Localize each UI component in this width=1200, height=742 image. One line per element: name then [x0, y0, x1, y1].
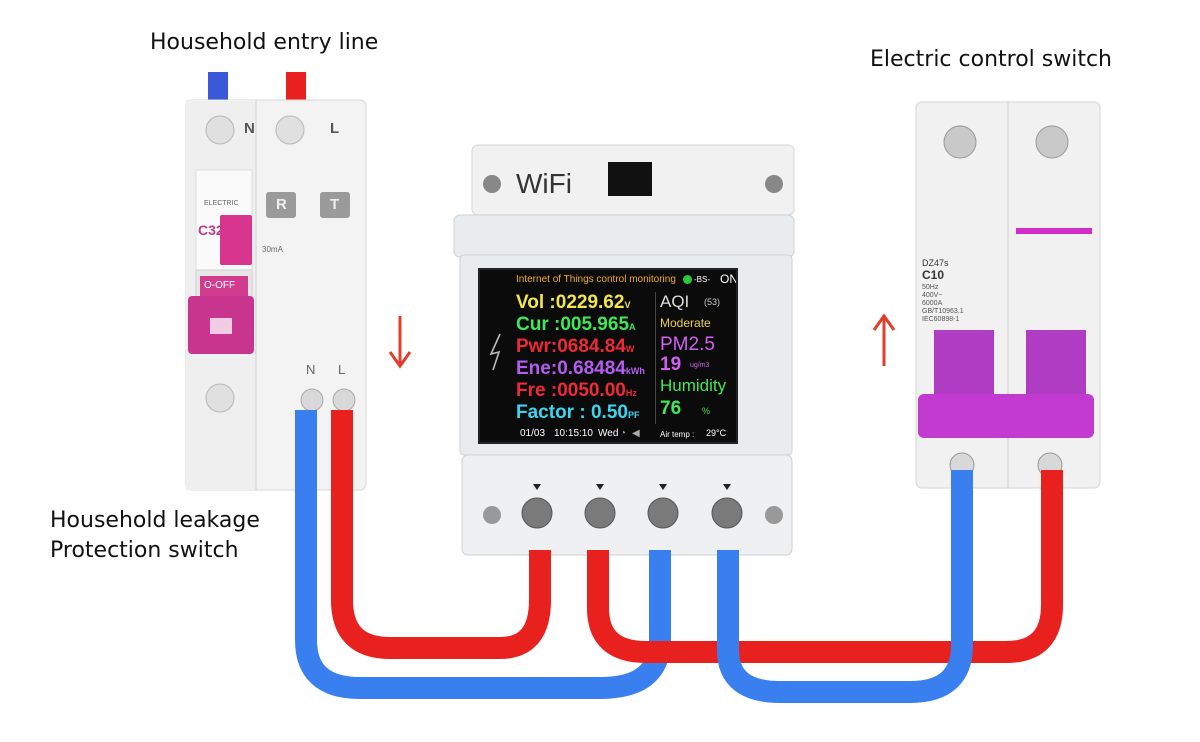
terminal-n-label: N: [244, 120, 255, 137]
link-label: -BS-: [694, 275, 710, 284]
live-wire-out: [587, 470, 1063, 663]
current-unit: A: [629, 322, 636, 332]
spec-5: IEC60898-1: [922, 316, 960, 323]
factor-value: 0.50: [590, 402, 628, 423]
voltage-label: Vol :: [516, 292, 556, 313]
rating-label: 30mA: [262, 245, 283, 254]
aqi-status: Moderate: [660, 316, 711, 330]
voltage-value: 0229.62: [555, 292, 625, 313]
air-temp-value: 29°C: [706, 428, 727, 438]
control-breaker-rating: C10: [922, 268, 945, 282]
factor-row: Factor : 0.50PF: [516, 402, 639, 424]
energy-unit: kWh: [625, 366, 645, 376]
test-button-label: T: [330, 196, 340, 213]
wifi-label: WiFi: [516, 168, 572, 199]
date-label: 01/03: [520, 428, 546, 439]
arrow-up-icon: [872, 313, 896, 366]
energy-value: 0.68484: [557, 358, 626, 379]
air-temp-label: Air temp :: [660, 430, 695, 439]
pm25-value: 19: [660, 354, 682, 375]
frequency-row: Fre :0050.00Hz: [516, 380, 637, 402]
energy-label: Ene:: [516, 358, 558, 379]
status-dot-icon: [683, 275, 692, 284]
control-breaker: [915, 101, 1101, 489]
spec-2: 400V~: [922, 292, 943, 299]
wifi-signal-icon: ◔: [620, 428, 627, 439]
speaker-icon: ◀: [632, 428, 640, 439]
humidity-label: Humidity: [660, 376, 727, 395]
spec-1: 50Hz: [922, 284, 939, 291]
frequency-value: 0050.00: [557, 380, 626, 401]
voltage-row: Vol :0229.62V: [516, 292, 630, 314]
aqi-value: (53): [704, 297, 721, 307]
time-label: 10:15:10: [554, 428, 593, 439]
power-label: Pwr:: [516, 336, 558, 357]
pm25-label: PM2.5: [660, 334, 715, 355]
leakage-breaker: [185, 99, 367, 491]
power-row: Pwr:0684.84W: [516, 336, 634, 358]
power-unit: W: [625, 344, 635, 354]
control-breaker-model: DZ47s: [922, 258, 949, 268]
frequency-unit: Hz: [625, 388, 637, 398]
day-label: Wed: [598, 428, 619, 439]
factor-label: Factor :: [516, 402, 586, 423]
current-value: 005.965: [560, 314, 630, 335]
power-value: 0684.84: [557, 336, 626, 357]
humidity-unit: %: [702, 406, 711, 416]
display-divider: [655, 292, 656, 424]
control-switch-label: Electric control switch: [870, 47, 1112, 72]
leakage-label-1: Household leakage: [50, 508, 260, 533]
leakage-label-2: Protection switch: [50, 538, 239, 563]
factor-unit: PF: [627, 410, 640, 420]
aqi-label: AQI: [660, 292, 690, 311]
humidity-value: 76: [660, 398, 682, 419]
entry-wire-live: [286, 72, 306, 108]
neutral-wire-out: [717, 470, 973, 703]
lightning-icon: [489, 333, 501, 371]
pm25-unit: ug/m3: [690, 362, 710, 369]
frequency-label: Fre :: [516, 380, 558, 401]
bottom-l-label: L: [338, 362, 346, 377]
current-label: Cur :: [516, 314, 561, 335]
arrow-down-icon: [388, 316, 412, 369]
spec-4: GB/T10963.1: [922, 308, 964, 315]
entry-line-label: Household entry line: [150, 30, 379, 55]
bottom-n-label: N: [306, 362, 316, 377]
current-row: Cur :005.965A: [516, 314, 636, 336]
switch-off-label: O-OFF: [204, 280, 236, 291]
live-wire-in: [331, 410, 551, 659]
energy-row: Ene:0.68484kWh: [516, 358, 645, 380]
breaker-model: C32: [198, 222, 224, 238]
terminal-l-label: L: [330, 120, 340, 137]
power-on-label: ON: [720, 272, 738, 286]
meter-display: Internet of Things control monitoring -B…: [478, 268, 738, 444]
entry-wire-neutral: [208, 72, 228, 108]
breaker-brand: ELECTRIC: [204, 200, 239, 207]
display-header: Internet of Things control monitoring: [516, 274, 676, 285]
reset-button-label: R: [276, 196, 287, 213]
spec-3: 6000A: [922, 300, 943, 307]
voltage-unit: V: [624, 300, 631, 310]
